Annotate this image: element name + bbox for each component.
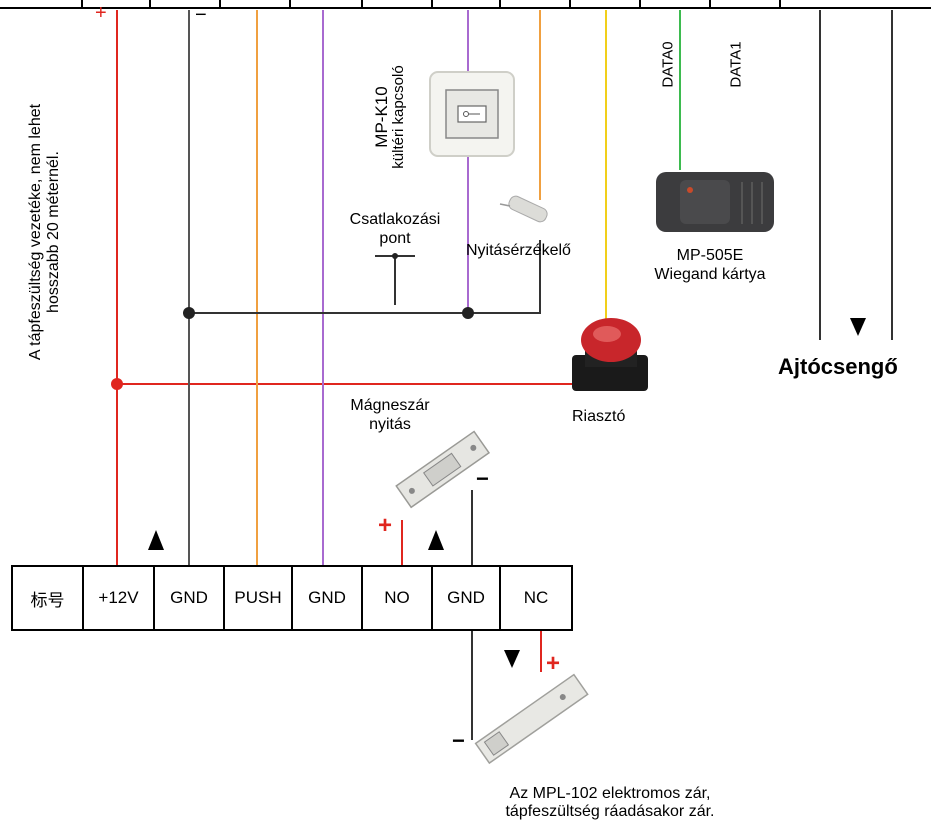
terminal-gnd-2: GND [308, 588, 346, 607]
terminal-gnd-3: GND [447, 588, 485, 607]
reader-desc: Wiegand kártya [654, 266, 766, 283]
switch-model: MP-K10 [372, 86, 391, 148]
junction-line2: pont [379, 230, 411, 247]
terminal-no: NO [384, 588, 410, 607]
arrow-up-strike [428, 530, 444, 550]
bolt-lock-line2: tápfeszültség ráadásakor zár. [505, 803, 715, 820]
junction-dot-power [111, 378, 123, 390]
terminal-push: PUSH [234, 588, 282, 607]
plus-sign-power: + [95, 2, 107, 24]
alarm-label: Riasztó [572, 408, 626, 425]
switch-label: MP-K10 kültéri kapcsoló [372, 57, 407, 177]
minus-sign-bolt: − [452, 728, 465, 753]
junction-dot-bus [462, 307, 474, 319]
arrow-up-power [148, 530, 164, 550]
maglock-line1: Mágneszár [350, 397, 430, 414]
maglock-label: Mágneszár nyitás [320, 396, 460, 434]
reader-model: MP-505E [676, 247, 744, 264]
card-reader-icon [656, 172, 774, 232]
power-note-line1: A tápfeszültség vezetéke, nem lehet [27, 103, 44, 361]
data1-label: DATA1 [727, 41, 745, 88]
arrow-down-bolt [504, 650, 520, 668]
junction-line1: Csatlakozási [349, 211, 441, 228]
reader-label: MP-505E Wiegand kártya [620, 246, 800, 284]
power-note-line2: hosszabb 20 méternél. [45, 151, 62, 313]
terminal-block [11, 565, 573, 631]
door-sensor-label: Nyitásérzékelő [466, 242, 571, 259]
terminal-gnd-1: GND [170, 588, 208, 607]
bolt-lock-icon [474, 673, 589, 765]
bolt-lock-note: Az MPL-102 elektromos zár, tápfeszültség… [440, 785, 780, 821]
junction-dot-gnd [183, 307, 195, 319]
doorbell-label: Ajtócsengő [778, 354, 898, 379]
data0-label: DATA0 [659, 41, 677, 88]
terminal-nc: NC [523, 588, 549, 607]
plus-sign-bolt: + [546, 650, 561, 677]
plus-sign-strike: + [378, 512, 393, 539]
top-terminal-strip [0, 0, 931, 9]
siren-icon [572, 318, 648, 391]
junction-label: Csatlakozási pont [330, 210, 460, 248]
strike-lock-icon [395, 430, 491, 509]
key-switch-icon [429, 71, 515, 157]
switch-desc: kültéri kapcsoló [390, 65, 407, 169]
arrow-doorbell [850, 318, 866, 336]
door-sensor-icon [499, 195, 548, 223]
bolt-lock-line1: Az MPL-102 elektromos zár, [509, 785, 711, 802]
terminal-12v: +12V [98, 588, 139, 607]
junction-point-dot [392, 253, 398, 259]
terminal-label-id: 标号 [30, 590, 65, 610]
minus-sign-strike: − [476, 466, 489, 491]
minus-sign-ground: − [195, 4, 207, 26]
maglock-line2: nyitás [369, 416, 411, 433]
power-length-note: A tápfeszültség vezetéke, nem lehet hoss… [27, 62, 63, 402]
